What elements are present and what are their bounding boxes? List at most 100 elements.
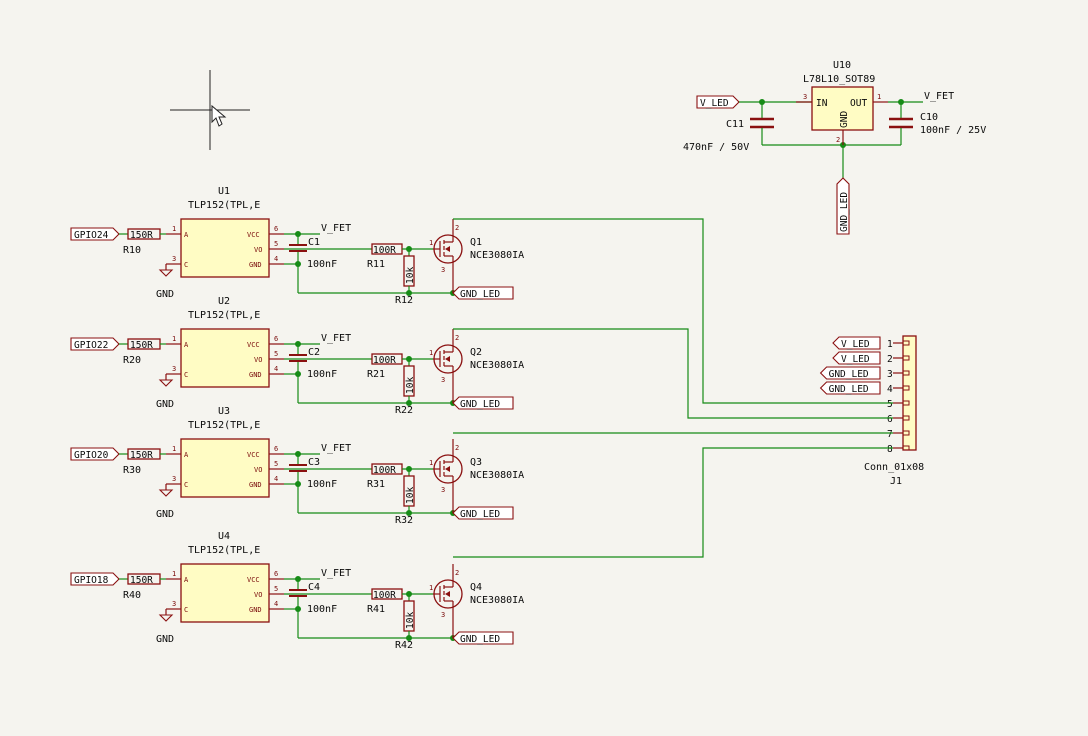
resistor-r22[interactable]: 10k <box>403 359 416 403</box>
net-label-gnd-led[interactable] <box>819 366 881 380</box>
svg-text:VCC: VCC <box>247 576 260 584</box>
j1-pin-number: 4 <box>887 384 893 395</box>
net-label-v-led[interactable] <box>832 351 881 365</box>
net-label-v-led-input[interactable]: V_LED <box>696 95 740 109</box>
net-label-v-led[interactable] <box>832 336 881 350</box>
svg-text:VO: VO <box>254 356 262 364</box>
mosfet-ref: Q3 <box>470 457 482 468</box>
resistor-r41[interactable]: 100R <box>371 588 403 601</box>
svg-text:5: 5 <box>274 460 278 468</box>
svg-text:150R: 150R <box>130 230 153 241</box>
j1-pin-contact <box>902 430 910 436</box>
v-fet-output-net: V_FET <box>924 91 954 102</box>
capacitor-c1[interactable] <box>289 234 307 293</box>
mosfet-q3[interactable]: 123 <box>429 439 463 513</box>
j1-pin-number: 1 <box>887 339 893 350</box>
svg-text:A: A <box>184 231 189 239</box>
svg-text:5: 5 <box>274 350 278 358</box>
svg-text:6: 6 <box>274 570 278 578</box>
j1-pin-number: 5 <box>887 399 893 410</box>
net-label-gnd-led[interactable]: GND_LED <box>452 396 514 410</box>
resistor-ref: R42 <box>395 640 413 651</box>
svg-text:2: 2 <box>455 224 459 232</box>
net-label-gnd-led[interactable]: GND_LED <box>452 286 514 300</box>
cap-ref: C2 <box>308 347 320 358</box>
resistor-r30[interactable]: 150R <box>127 448 161 461</box>
c10-ref: C10 <box>920 112 938 123</box>
svg-text:GND_LED: GND_LED <box>460 634 500 645</box>
resistor-r12[interactable]: 10k <box>403 249 416 293</box>
capacitor-c2[interactable] <box>289 344 307 403</box>
resistor-r11[interactable]: 100R <box>371 243 403 256</box>
net-label-gnd-led[interactable]: GND_LED <box>452 506 514 520</box>
resistor-ref: R30 <box>123 465 141 476</box>
gnd-label: GND <box>156 634 174 645</box>
gpio-label-gpio24[interactable]: GPIO24 <box>70 227 120 241</box>
mosfet-q2[interactable]: 123 <box>429 329 463 403</box>
svg-text:VCC: VCC <box>247 231 260 239</box>
mosfet-ref: Q2 <box>470 347 482 358</box>
j1-pin-contact <box>902 415 910 421</box>
svg-text:4: 4 <box>274 255 278 263</box>
gpio-label-gpio18[interactable]: GPIO18 <box>70 572 120 586</box>
svg-text:C: C <box>184 481 188 489</box>
net-label-gnd-led[interactable] <box>819 381 881 395</box>
gpio-label-gpio22[interactable]: GPIO22 <box>70 337 120 351</box>
resistor-r40[interactable]: 150R <box>127 573 161 586</box>
capacitor-c4[interactable] <box>289 579 307 638</box>
j1-pin-contact <box>902 340 910 346</box>
c11-ref: C11 <box>726 119 744 130</box>
svg-text:IN: IN <box>816 98 828 109</box>
svg-text:VO: VO <box>254 591 262 599</box>
resistor-ref: R12 <box>395 295 413 306</box>
capacitor-c3[interactable] <box>289 454 307 513</box>
svg-text:3: 3 <box>441 266 445 274</box>
resistor-r31[interactable]: 100R <box>371 463 403 476</box>
svg-text:GPIO18: GPIO18 <box>74 575 109 586</box>
svg-text:6: 6 <box>274 225 278 233</box>
resistor-r21[interactable]: 100R <box>371 353 403 366</box>
resistor-r20[interactable]: 150R <box>127 338 161 351</box>
j1-pin-number: 7 <box>887 429 893 440</box>
svg-text:5: 5 <box>274 240 278 248</box>
resistor-ref: R10 <box>123 245 141 256</box>
svg-text:10k: 10k <box>405 487 416 504</box>
regulator-u10[interactable]: IN OUT GND 3 1 2 <box>796 86 888 145</box>
u10-ref: U10 <box>833 60 851 71</box>
svg-text:GND: GND <box>249 606 262 614</box>
cap-value: 100nF <box>307 479 337 490</box>
resistor-ref: R41 <box>367 604 385 615</box>
resistor-ref: R21 <box>367 369 385 380</box>
svg-text:GND: GND <box>249 371 262 379</box>
svg-text:4: 4 <box>274 365 278 373</box>
svg-text:GND: GND <box>249 261 262 269</box>
cap-ref: C1 <box>308 237 320 248</box>
net-label-gnd-led-regulator[interactable]: GND_LED <box>836 177 850 235</box>
j1-pin-number: 2 <box>887 354 893 365</box>
j1-pin-contact <box>902 400 910 406</box>
resistor-r10[interactable]: 150R <box>127 228 161 241</box>
v-fet-net: V_FET <box>321 333 351 344</box>
svg-text:VO: VO <box>254 246 262 254</box>
gpio-label-gpio20[interactable]: GPIO20 <box>70 447 120 461</box>
mosfet-q4[interactable]: 123 <box>429 564 463 638</box>
mosfet-q1[interactable]: 123 <box>429 219 463 293</box>
gnd-label: GND <box>156 289 174 300</box>
svg-text:GND_LED: GND_LED <box>460 399 500 410</box>
resistor-r32[interactable]: 10k <box>403 469 416 513</box>
svg-text:V_LED: V_LED <box>700 98 729 109</box>
ic-value: TLP152(TPL,E <box>188 310 260 321</box>
svg-text:3: 3 <box>172 365 176 373</box>
resistor-r42[interactable]: 10k <box>403 594 416 638</box>
net-label-gnd-led[interactable]: GND_LED <box>452 631 514 645</box>
resistor-ref: R32 <box>395 515 413 526</box>
svg-text:10k: 10k <box>405 267 416 284</box>
j1-value: Conn_01x08 <box>864 462 924 473</box>
